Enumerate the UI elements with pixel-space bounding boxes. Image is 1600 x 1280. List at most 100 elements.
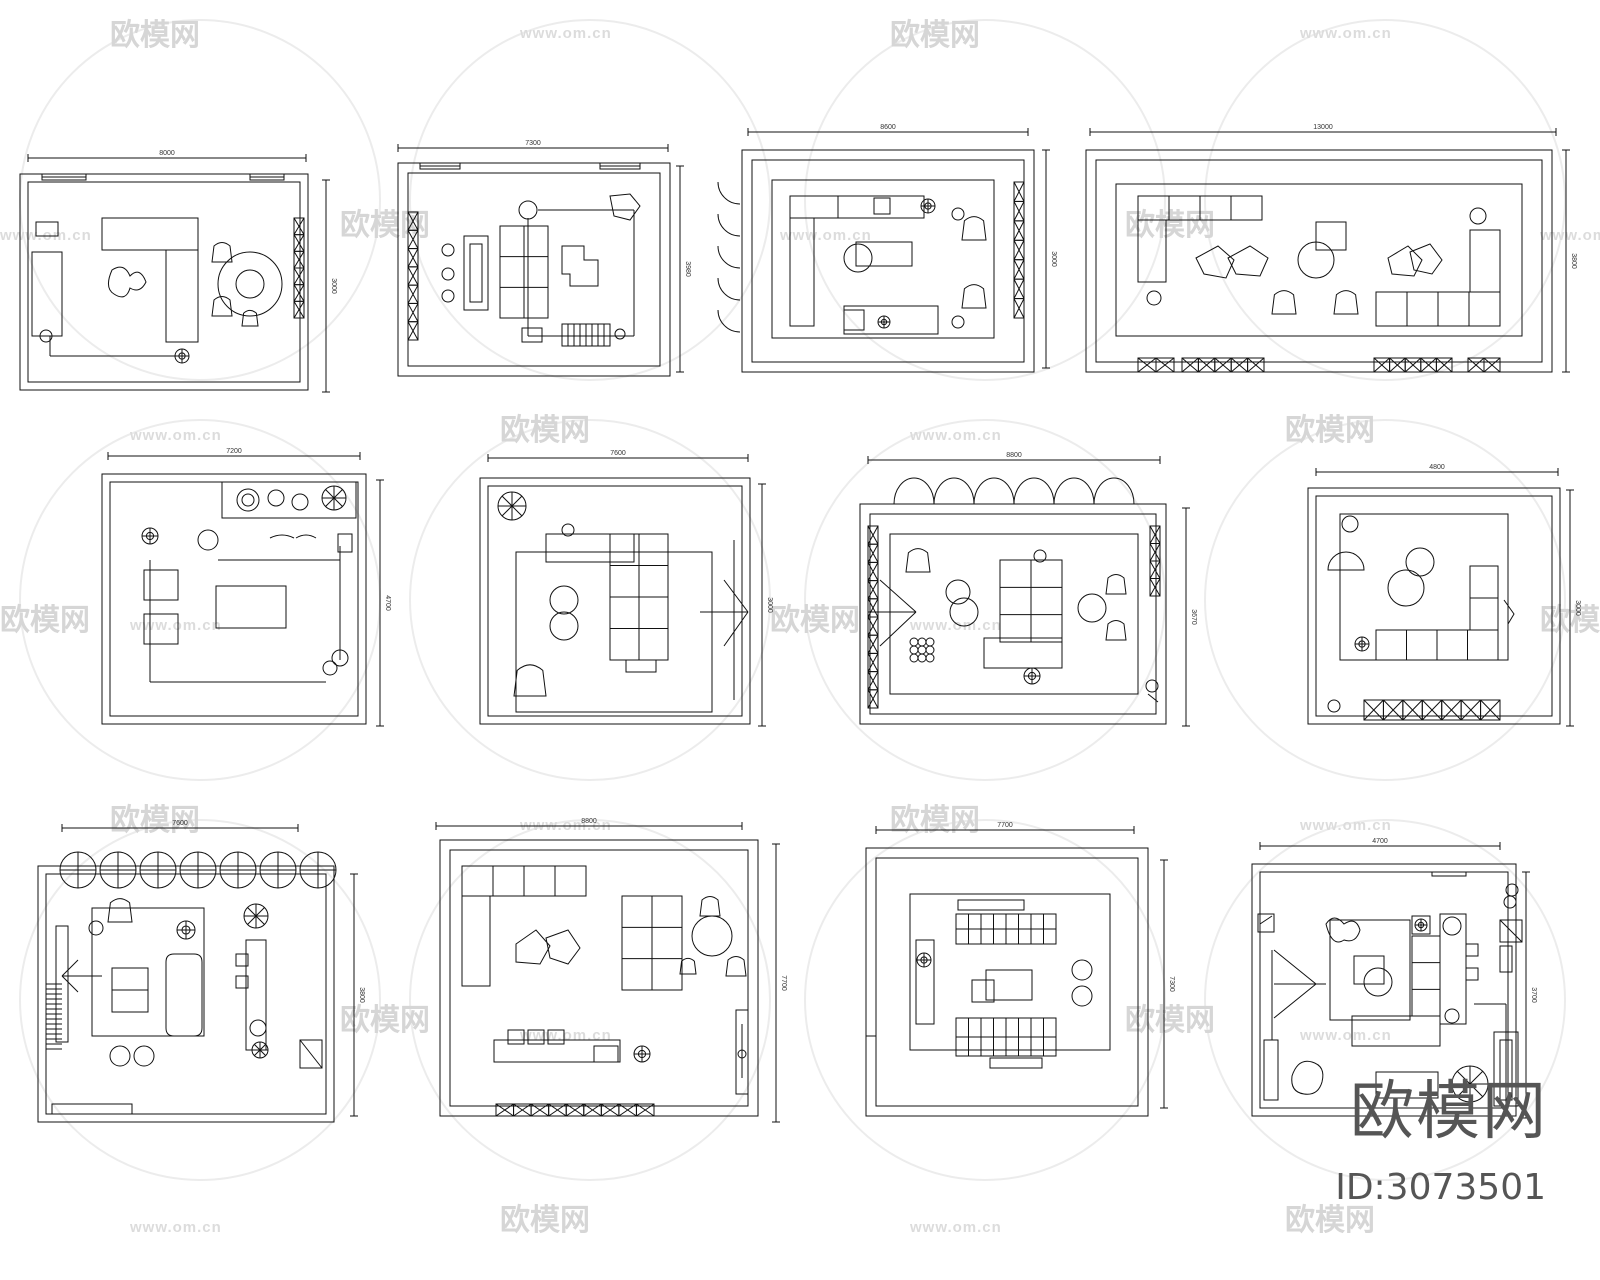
watermark-brand: 欧模网 [500, 413, 590, 448]
inner-wall [487, 485, 743, 717]
watermark-circle [804, 19, 1166, 381]
radiator-fin [573, 323, 581, 347]
watermark-circle [409, 819, 771, 1181]
watermark-brand: 欧模网 [1285, 413, 1375, 448]
curtain-bay [933, 477, 975, 505]
sofa-side [165, 249, 199, 343]
width-dimension-label: 4800 [1429, 464, 1445, 471]
watermark-brand: 欧模网 [0, 603, 90, 638]
cabinet-cross [1383, 699, 1404, 721]
rattan-chair [1327, 551, 1365, 571]
cabinet-cross [407, 284, 419, 304]
kitchen-island [493, 1039, 621, 1063]
console-table [989, 1057, 1043, 1069]
round-table [691, 915, 733, 957]
cabinet-knob [737, 1049, 747, 1059]
sofa-frame [1411, 935, 1441, 1017]
watermark-circle [1204, 819, 1566, 1181]
cabinet-cross [1013, 240, 1025, 260]
cabinet-cell [1483, 357, 1501, 373]
width-dimension-label: 8000 [159, 150, 175, 157]
ottoman [971, 979, 995, 1003]
display-cabinet-left [867, 525, 879, 709]
inner-wall [449, 849, 749, 1107]
cabinet-cross [1363, 699, 1384, 721]
radiator-fin [561, 323, 569, 347]
tufted-button [917, 653, 927, 663]
curtain-bay [1013, 477, 1055, 505]
cabinet-cross [1402, 699, 1423, 721]
area-rug [1329, 919, 1411, 1021]
cabinet-cross [1373, 357, 1390, 373]
inner-wall [27, 181, 301, 383]
watermark-url: www.om.cn [909, 427, 1002, 444]
cabinet-cell [867, 689, 879, 709]
cabinet-cell [1013, 298, 1025, 319]
armchair [1105, 574, 1127, 595]
kitchen-counter [495, 1103, 655, 1117]
bar-stool [235, 975, 249, 989]
cabinet-cross [407, 266, 419, 286]
cabinet-cross [1404, 357, 1422, 373]
bar-stool [547, 1029, 565, 1045]
tufted-ottoman [909, 637, 935, 663]
side-lamp [561, 523, 575, 537]
round-coffee-table [549, 585, 579, 615]
cabinet-cross [1181, 357, 1199, 373]
sofa-back [545, 533, 635, 563]
three-seat-sofa [499, 225, 549, 319]
stool [322, 660, 338, 676]
stool [951, 315, 965, 329]
outer-wall [741, 149, 1035, 373]
small-plant [251, 1041, 269, 1059]
cabinet-cross [1436, 357, 1453, 373]
radiator-valve [614, 328, 626, 340]
curtain-bay [717, 213, 741, 237]
sofa-front [1351, 1015, 1441, 1047]
plant-leaf [1456, 1083, 1471, 1098]
tv-console [463, 235, 489, 311]
cabinet-cross [867, 562, 879, 581]
height-dimension-label: 3700 [1530, 987, 1537, 1003]
cabinet-cross [583, 1103, 602, 1117]
side-lamp [518, 200, 538, 220]
vase [249, 1019, 267, 1037]
dining-chair [211, 296, 233, 317]
small-table [35, 221, 59, 237]
rattan-lounge [1291, 1060, 1324, 1095]
sofa-back [837, 195, 925, 219]
outer-wall [37, 865, 335, 1123]
watermark-brand: 欧模网 [110, 18, 200, 53]
tv-console-inner [469, 243, 483, 303]
cabinet-cross [548, 1103, 567, 1117]
cabinet-cross [565, 1103, 585, 1117]
side-cabinet [31, 251, 63, 337]
plant-leaf [1469, 1083, 1484, 1098]
cabinet-cross [1137, 357, 1157, 373]
dining-chair [699, 896, 721, 917]
stool [441, 243, 455, 257]
tv-cabinet [1363, 699, 1501, 721]
height-dimension-label: 7700 [780, 975, 787, 991]
tufted-button [917, 637, 927, 647]
cabinet-cross [1198, 357, 1216, 373]
plant-leaf [255, 915, 265, 925]
armchair [143, 569, 179, 601]
door-swing-line [1273, 949, 1317, 985]
watermark-url: www.om.cn [1299, 1027, 1392, 1044]
watermark-url: www.om.cn [909, 1219, 1002, 1236]
plant-shelf [221, 481, 357, 519]
cabinet-cross [1013, 298, 1025, 319]
area-rug [515, 551, 713, 713]
door-swing-line [61, 975, 79, 993]
outer-wall [439, 839, 759, 1117]
l-sofa-side [789, 217, 815, 327]
armchair [1105, 620, 1127, 641]
watermark-brand: 欧模网 [770, 603, 860, 638]
cabinet-cross [407, 230, 419, 249]
armchair [107, 898, 133, 923]
stool [441, 267, 455, 281]
armchair [961, 284, 987, 309]
